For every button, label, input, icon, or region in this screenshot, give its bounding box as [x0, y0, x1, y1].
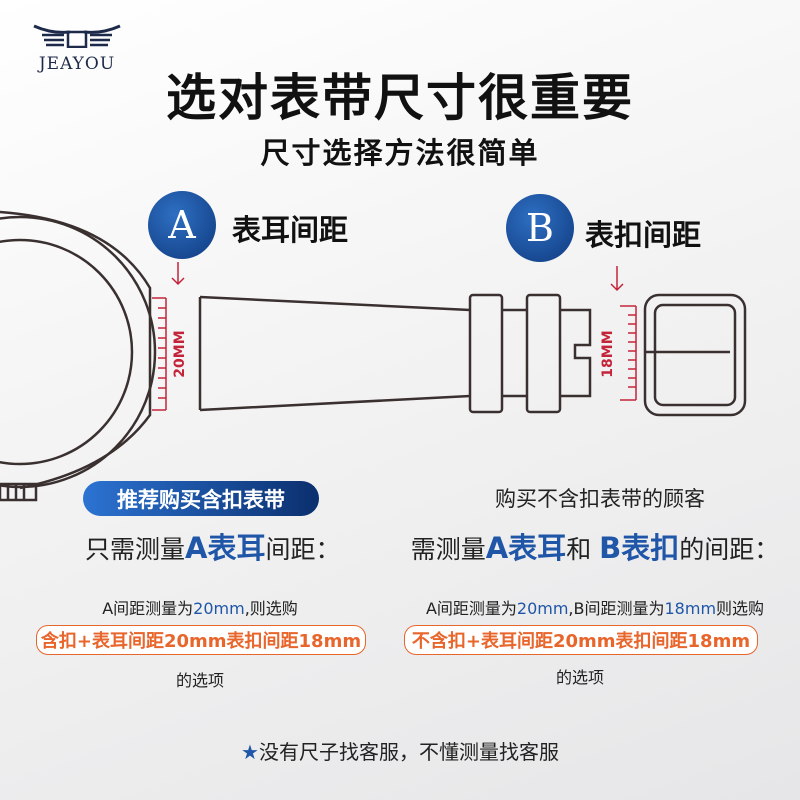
line-text: A间距测量为	[425, 599, 517, 618]
badge-b: B	[506, 194, 574, 262]
footer-text: 没有尺子找客服，不懂测量找客服	[258, 740, 559, 764]
badge-a: A	[148, 191, 216, 259]
heading-text: 的间距：	[679, 535, 780, 564]
ruler-b-icon	[620, 305, 637, 401]
star-icon: ★	[241, 740, 259, 764]
heading-highlight: B表扣	[599, 531, 680, 565]
left-heading: 只需测量A表耳间距：	[85, 525, 340, 567]
ruler-a-icon	[152, 297, 167, 411]
line-text: ,B间距测量为	[568, 599, 665, 618]
right-suffix: 的选项	[555, 668, 604, 687]
left-suffix: 的选项	[175, 671, 224, 690]
right-title: 购买不含扣表带的顾客	[495, 487, 705, 511]
label-lug-width: 表耳间距	[232, 213, 349, 247]
measure-a: 20MM	[172, 330, 188, 377]
right-option-box: 不含扣+表耳间距20mm表扣间距18mm	[404, 625, 758, 655]
left-option-box: 含扣+表耳间距20mm表扣间距18mm	[36, 625, 366, 655]
line-value: 20mm	[193, 599, 245, 618]
buckle-icon	[643, 293, 747, 417]
line-text: A间距测量为	[102, 599, 194, 618]
footer-note: ★没有尺子找客服，不懂测量找客服	[0, 736, 800, 765]
logo-text: JEAYOU	[38, 54, 116, 74]
strap-diagram: 20MM 18MM	[0, 210, 747, 502]
heading-text: 间距：	[265, 535, 341, 564]
heading-text: 只需测量	[85, 535, 186, 564]
line-text: 则选购	[716, 599, 765, 618]
heading-highlight: A表耳	[185, 531, 266, 565]
page-title: 选对表带尺寸很重要	[166, 68, 634, 127]
heading-text: 和	[566, 535, 600, 564]
measure-b: 18MM	[600, 330, 616, 377]
line-value: 20mm	[516, 599, 569, 618]
line-value: 18mm	[664, 599, 717, 618]
recommend-badge: 推荐购买含扣表带	[83, 481, 319, 516]
heading-highlight: A表耳	[485, 531, 567, 565]
strap-icon	[198, 293, 592, 414]
wings-logo-icon	[33, 24, 121, 49]
heading-text: 需测量	[410, 535, 486, 564]
page-subtitle: 尺寸选择方法很简单	[260, 136, 540, 170]
right-measure-line: A间距测量为20mm,B间距测量为18mm则选购	[390, 595, 800, 619]
brand-logo: JEAYOU	[32, 22, 122, 74]
left-measure-line: A间距测量为20mm,则选购	[40, 595, 360, 619]
label-buckle-width: 表扣间距	[585, 218, 702, 252]
watch-case-icon	[0, 210, 157, 502]
line-text: ,则选购	[244, 599, 298, 618]
arrow-down-icon	[171, 262, 624, 292]
right-heading: 需测量A表耳和 B表扣的间距：	[390, 525, 800, 567]
